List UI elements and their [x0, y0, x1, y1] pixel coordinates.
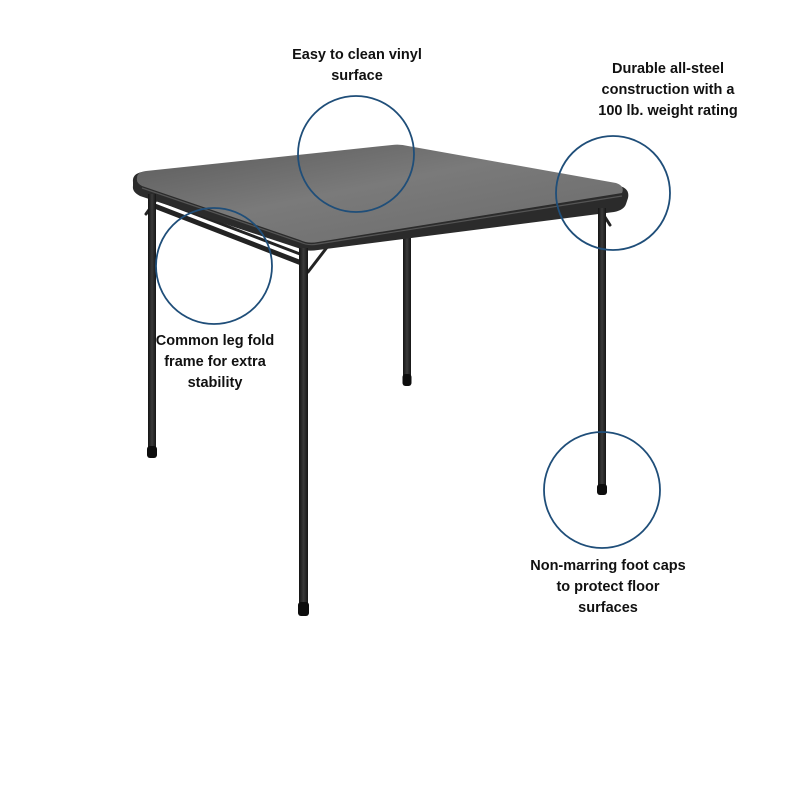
callout-circle-foot-caps [543, 431, 661, 549]
callout-circle-leg-fold-frame [155, 207, 273, 325]
callout-line: Easy to clean vinyl [292, 47, 422, 63]
foot-cap [597, 484, 607, 495]
callout-circle-vinyl-surface [297, 95, 415, 213]
foot-cap [147, 446, 157, 458]
foot-cap [298, 602, 309, 616]
callout-line: frame for extra [164, 354, 266, 370]
callout-line: surfaces [578, 600, 638, 616]
table-top [132, 144, 629, 251]
callout-line: to protect floor [556, 579, 660, 595]
callout-label-steel-construction: Durable all-steel construction with a 10… [568, 59, 768, 122]
front-leg [298, 248, 309, 616]
callout-line: surface [331, 68, 383, 84]
callout-line: Durable all-steel [611, 61, 724, 77]
back-leg [402, 228, 412, 386]
callout-line: 100 lb. weight rating [598, 103, 738, 119]
callout-circle-steel-construction [555, 135, 671, 251]
callout-line: construction with a [601, 82, 735, 98]
callout-line: Non-marring foot caps [530, 558, 686, 574]
callout-label-vinyl-surface: Easy to clean vinyl surface [257, 45, 457, 87]
callout-label-leg-fold-frame: Common leg fold frame for extra stabilit… [140, 331, 290, 394]
callout-line: Common leg fold [155, 333, 275, 349]
callout-line: stability [187, 375, 243, 391]
callout-label-foot-caps: Non-marring foot caps to protect floor s… [508, 556, 708, 619]
left-leg [147, 194, 157, 458]
right-leg [597, 208, 607, 495]
